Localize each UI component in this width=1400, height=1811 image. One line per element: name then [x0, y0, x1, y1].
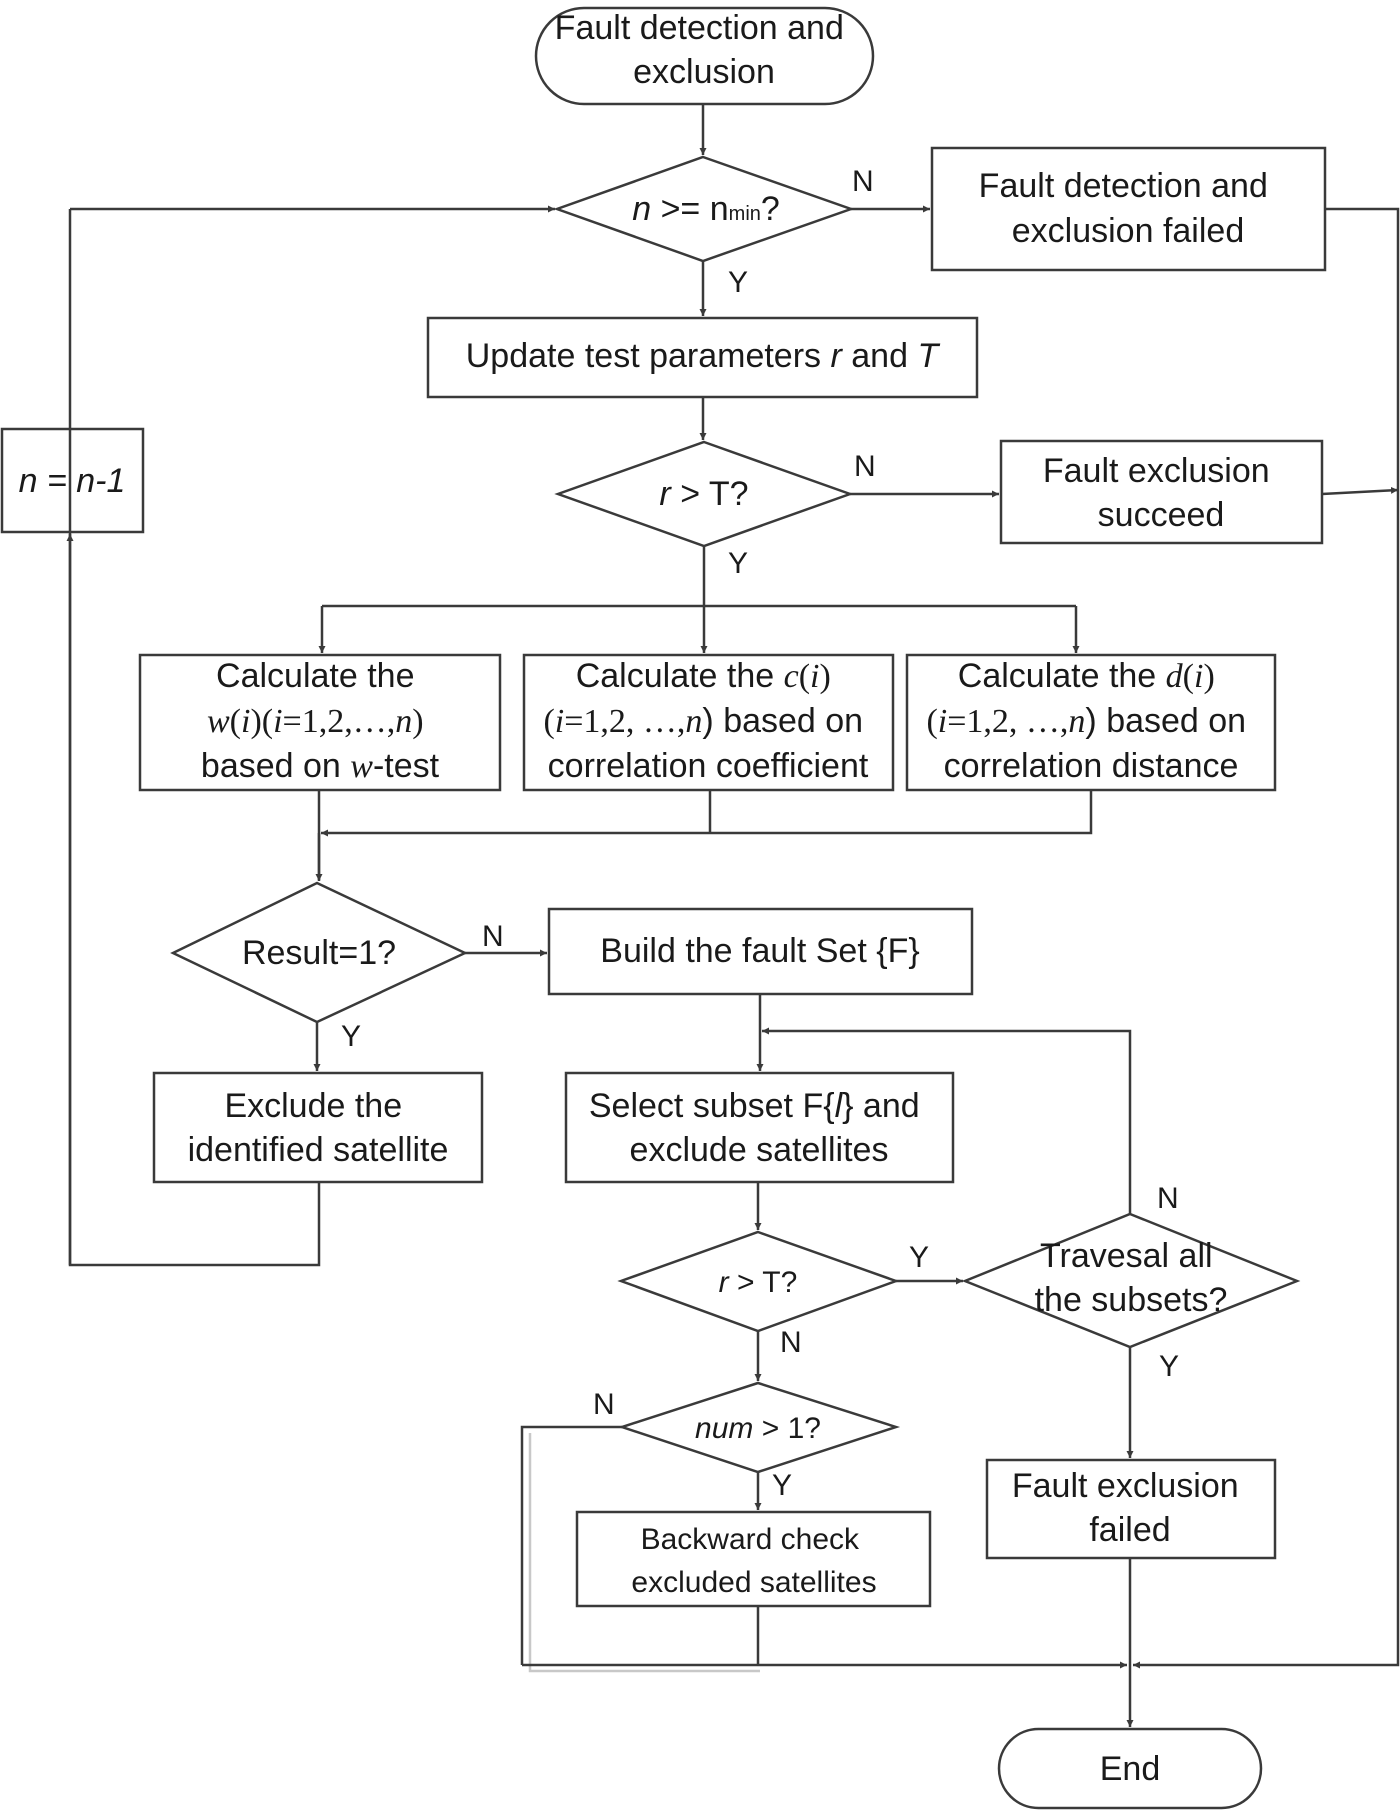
label-nmin-yes: Y: [728, 266, 748, 299]
update-label: Update test parameters r and T: [466, 337, 941, 375]
fde-failed-label: Fault detection and exclusion failed: [979, 167, 1278, 250]
exclusion-failed-box: [985, 1458, 1277, 1560]
calc-w-box: [138, 653, 502, 792]
calc-w-label: Calculate the w(i)(i=1,2,…,n) based on w…: [201, 657, 440, 785]
label-num-yes: Y: [772, 1469, 792, 1502]
start-terminal: [534, 6, 875, 106]
connectors: [66, 104, 1400, 1727]
calc-d-label: Calculate the d(i) (i=1,2, …,n) based on…: [926, 657, 1255, 785]
edge-succeed-to-right: [1321, 486, 1399, 496]
select-subset-box: [564, 1071, 955, 1184]
backward-check-label: Backward check excluded satellites: [631, 1523, 876, 1599]
edge-merge: [321, 790, 1093, 837]
edge-num-no-ghost: [528, 1433, 760, 1673]
end-terminal: [997, 1727, 1263, 1810]
label-r2-yes: Y: [909, 1241, 929, 1274]
label-result-no: N: [482, 920, 504, 953]
edge-fdefailed-to-end: [1133, 207, 1400, 1669]
label-num-no: N: [593, 1388, 615, 1421]
select-subset-label: Select subset F{l} and exclude satellite…: [589, 1087, 929, 1169]
decrement-label: n = n-1: [19, 462, 126, 500]
r-gt-t-label-2: r > T?: [719, 1266, 798, 1299]
exclusion-succeed-label: Fault exclusion succeed: [1043, 452, 1279, 534]
decrement-n-box: [0, 427, 145, 534]
end-label: End: [1100, 1750, 1161, 1788]
traversal-label: Travesal all the subsets?: [1035, 1237, 1228, 1319]
exclude-satellite-label: Exclude the identified satellite: [188, 1087, 449, 1169]
num-label: num > 1?: [695, 1412, 821, 1445]
start-line-2: exclusion: [633, 53, 775, 91]
exclusion-failed-label: Fault exclusion failed: [1012, 1467, 1248, 1549]
result-label: Result=1?: [242, 934, 396, 972]
label-traversal-yes: Y: [1159, 1350, 1179, 1383]
edge-num-no: [520, 1425, 622, 1665]
fde-failed-box: [930, 146, 1327, 272]
build-set-label: Build the fault Set {F}: [600, 932, 919, 970]
label-r2-no: N: [780, 1326, 802, 1359]
backward-check-box: [575, 1510, 932, 1608]
calc-c-box: [522, 653, 895, 792]
label-r-no: N: [854, 450, 876, 483]
start-label: Fault detection and exclusion: [555, 9, 854, 91]
edge-traversal-no: [762, 1027, 1132, 1214]
edge-labels: N Y N Y N Y Y N N Y N Y: [341, 165, 1179, 1502]
calc-c-label: Calculate the c(i) (i=1,2, …,n) based on…: [543, 657, 872, 785]
exclude-satellite-box: [152, 1071, 484, 1184]
label-result-yes: Y: [341, 1020, 361, 1053]
label-nmin-no: N: [852, 165, 874, 198]
start-line-1: Fault detection and: [555, 9, 844, 47]
label-r-yes: Y: [728, 547, 748, 580]
label-traversal-no: N: [1157, 1182, 1179, 1215]
n-min-label: n >= nmin?: [632, 190, 780, 228]
r-gt-t-label: r > T?: [659, 475, 748, 513]
exclusion-succeed-box: [999, 439, 1324, 545]
build-set-box: [547, 907, 974, 996]
